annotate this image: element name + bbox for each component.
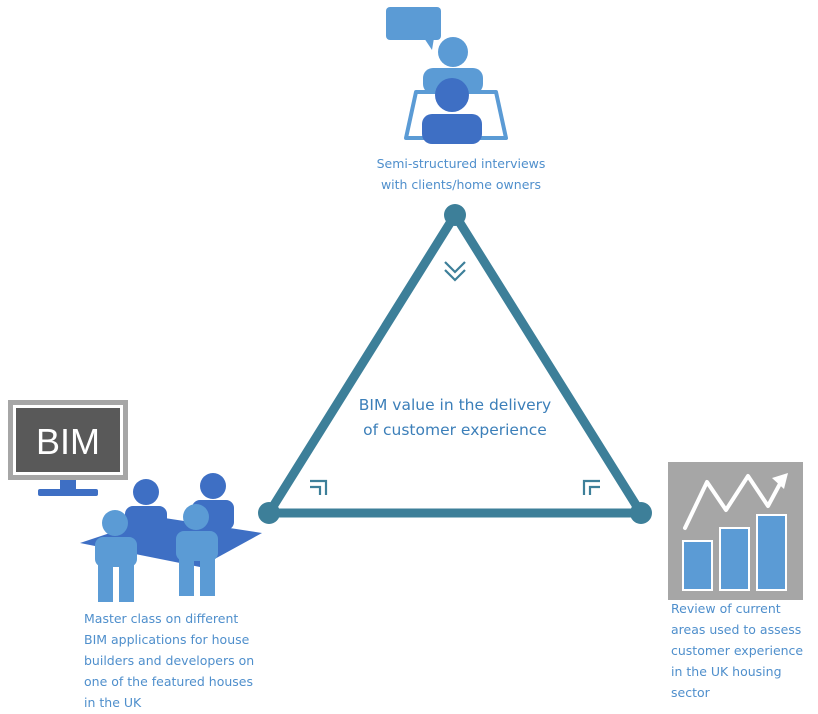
speech-bubble-icon bbox=[386, 7, 441, 40]
center-line: of customer experience bbox=[363, 421, 547, 439]
monitor-icon: BIM bbox=[8, 400, 128, 496]
growth-chart-icon bbox=[668, 462, 803, 600]
monitor-text: BIM bbox=[36, 421, 100, 462]
triangle bbox=[258, 204, 652, 524]
vertex-top bbox=[444, 204, 466, 226]
masterclass-icon: BIM bbox=[8, 400, 262, 602]
label-line: with clients/home owners bbox=[380, 177, 542, 192]
label-line: builders and developers on bbox=[84, 653, 255, 668]
vertex-right bbox=[630, 502, 652, 524]
label-line: Review of current bbox=[671, 601, 781, 616]
label-left-masterclass: Master class on different BIM applicatio… bbox=[84, 608, 284, 713]
interview-icon bbox=[386, 7, 508, 144]
vertex-left bbox=[258, 502, 280, 524]
label-line: Master class on different bbox=[84, 611, 239, 626]
center-text: BIM value in the delivery of customer ex… bbox=[330, 393, 580, 443]
label-top-interviews: Semi-structured interviews with clients/… bbox=[356, 153, 566, 195]
corner-marker-left-icon bbox=[310, 479, 328, 495]
corner-marker-top-icon bbox=[444, 261, 466, 282]
label-line: in the UK bbox=[84, 695, 142, 710]
label-line: BIM applications for house bbox=[84, 632, 250, 647]
label-line: Semi-structured interviews bbox=[376, 156, 546, 171]
label-right-review: Review of current areas used to assess c… bbox=[671, 598, 816, 703]
label-line: customer experience bbox=[671, 643, 804, 658]
label-line: one of the featured houses bbox=[84, 674, 253, 689]
center-line: BIM value in the delivery bbox=[358, 396, 552, 414]
label-line: sector bbox=[671, 685, 710, 700]
corner-marker-right-icon bbox=[582, 479, 600, 495]
label-line: areas used to assess bbox=[671, 622, 802, 637]
label-line: in the UK housing bbox=[671, 664, 782, 679]
